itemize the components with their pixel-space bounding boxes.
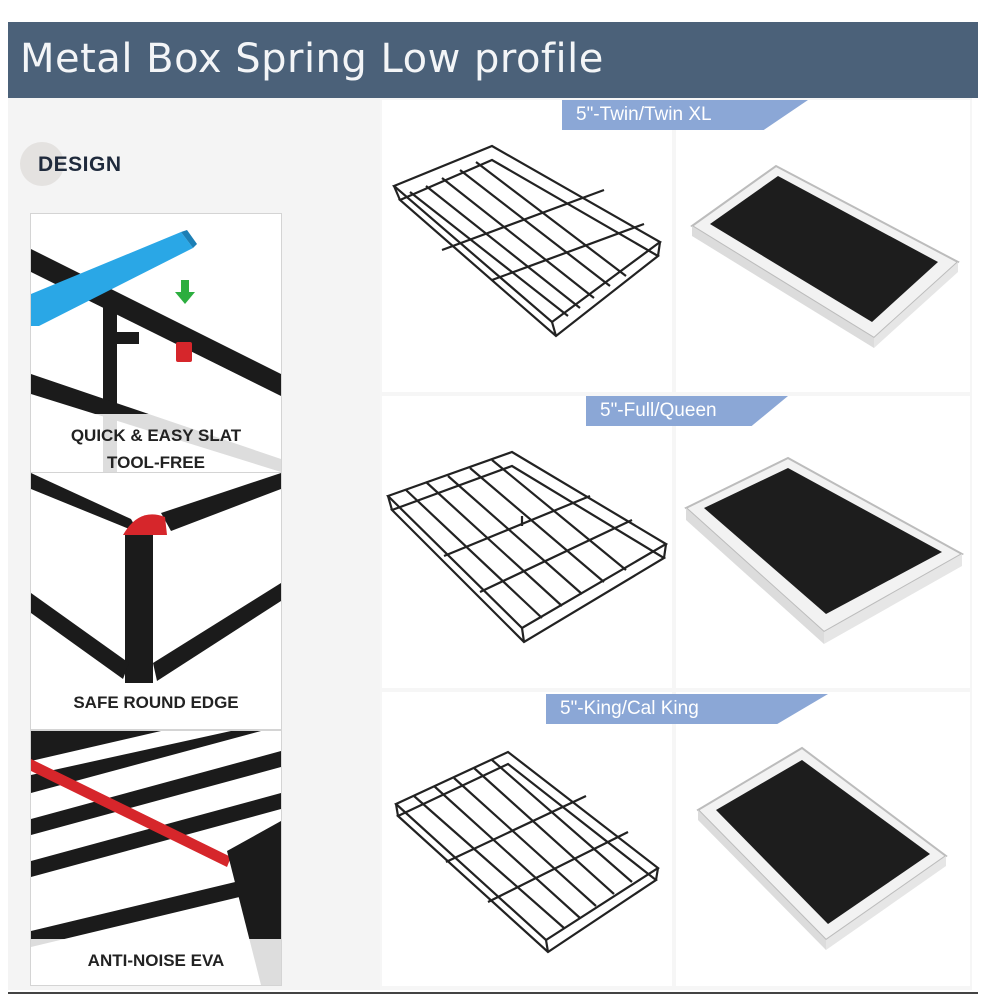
round-edge-cap-red [123,514,167,535]
round-edge-illustration [31,473,281,729]
feature-panel-slat: QUICK & EASY SLAT TOOL-FREE [30,213,282,473]
size-full-cover-cell [676,396,970,688]
size-tag-twin: 5"-Twin/Twin XL [562,100,808,130]
header-banner: Metal Box Spring Low profile [8,22,978,98]
king-cover-illustration [696,746,948,950]
size-king-cover-cell [676,692,970,986]
full-frame-illustration [385,450,669,644]
feature-panel-round-edge: SAFE ROUND EDGE [30,472,282,730]
eva-strip-red [31,759,231,867]
size-twin-cover-cell [676,100,970,392]
king-frame-illustration [394,750,660,954]
size-full-frame-cell [382,396,672,688]
design-heading: DESIGN [38,153,122,176]
twin-frame-illustration [391,144,663,338]
slat-clip-red [176,342,192,362]
feature-label-round-edge: SAFE ROUND EDGE [73,693,239,712]
down-arrow-icon [175,280,195,304]
bottom-divider [8,992,978,994]
size-king-frame-cell [382,692,672,986]
anti-noise-illustration [31,731,281,985]
full-cover-illustration [684,456,965,644]
slat-illustration [31,230,281,472]
design-badge-circle [20,142,64,186]
size-twin-frame-cell [382,100,672,392]
twin-cover-illustration [690,164,960,348]
feature-panel-anti-noise: ANTI-NOISE EVA [30,730,282,986]
feature-label-slat-line2: TOOL-FREE [107,453,205,472]
size-tag-full: 5"-Full/Queen [586,396,788,426]
feature-label-anti-noise: ANTI-NOISE EVA [87,951,225,970]
page-title: Metal Box Spring Low profile [20,36,604,82]
feature-label-slat-line1: QUICK & EASY SLAT [70,426,242,445]
size-tag-king: 5"-King/Cal King [546,694,828,724]
